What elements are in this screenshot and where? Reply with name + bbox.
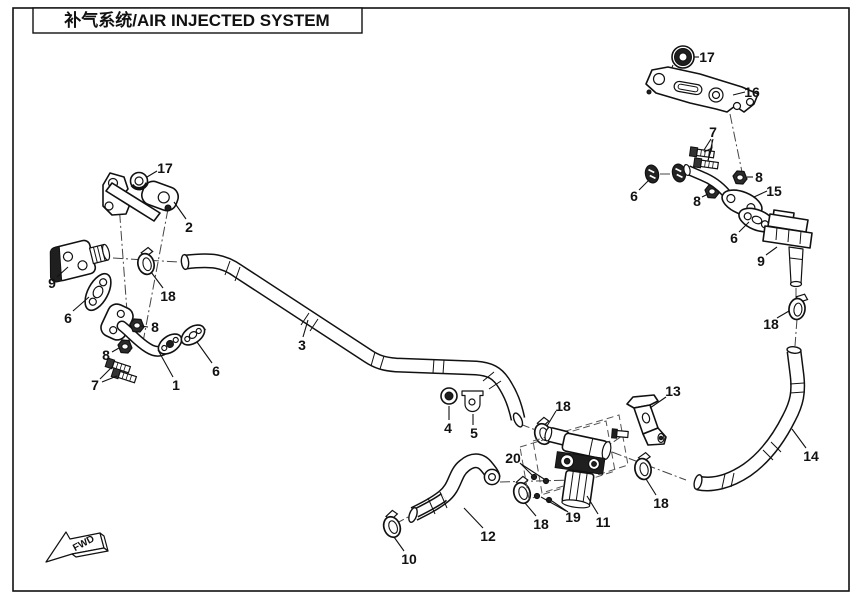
washer-4 (440, 387, 458, 405)
bracket-2 (102, 172, 180, 222)
bolt-7-right-b (692, 157, 720, 171)
callout-1: 1 (172, 377, 180, 393)
leader-line (196, 341, 213, 364)
leader-line (56, 266, 69, 278)
fwd-marker: FWD (45, 531, 109, 563)
callout-18: 18 (763, 316, 779, 332)
gasket-6-mid (180, 324, 206, 346)
leader-line (99, 366, 113, 380)
leader-line (146, 170, 158, 178)
clamp-18-valve-right (631, 451, 656, 482)
check-valve-9-left (49, 239, 111, 283)
callout-8: 8 (102, 347, 110, 363)
callout-13: 13 (665, 383, 681, 399)
leader-line (540, 496, 567, 512)
leader-line (776, 310, 790, 319)
callout-6: 6 (64, 310, 72, 326)
callout-11: 11 (596, 514, 611, 530)
leader-line (157, 349, 174, 378)
leader-line (649, 396, 667, 409)
pipe-1 (100, 303, 183, 357)
callout-2: 2 (185, 219, 193, 235)
callout-10: 10 (401, 551, 417, 567)
grommet-17-left (129, 171, 149, 191)
leader-line (765, 246, 778, 256)
leader-line (638, 180, 649, 191)
leader-line (707, 138, 714, 162)
callout-7: 7 (91, 377, 99, 393)
callout-6: 6 (730, 230, 738, 246)
callout-8: 8 (755, 169, 763, 185)
leader-line (551, 500, 569, 513)
leader-line (753, 190, 768, 198)
leader-line (732, 91, 746, 96)
leader-line (173, 201, 187, 220)
callout-4: 4 (444, 420, 452, 436)
leader-line (703, 138, 712, 151)
clamp-18-left (133, 245, 159, 277)
hose-12 (408, 453, 501, 524)
page-border (12, 7, 850, 592)
callout-19: 19 (565, 509, 581, 525)
gasket-6-left (84, 272, 112, 312)
callout-12: 12 (480, 528, 496, 544)
clip-5 (461, 390, 484, 413)
hose-14 (693, 346, 806, 492)
screws-19 (530, 473, 553, 504)
nut-8-left-lower (117, 339, 133, 354)
callout-17: 17 (699, 49, 715, 65)
callout-18: 18 (533, 516, 549, 532)
leader-line (150, 271, 164, 289)
nut-8-left-upper (129, 318, 145, 333)
leader-line (520, 463, 545, 480)
callout-5: 5 (470, 425, 478, 441)
callout-7: 7 (709, 124, 717, 140)
callout-9: 9 (757, 253, 765, 269)
clamp-10 (378, 508, 406, 541)
clamp-18-right (787, 291, 809, 322)
callout-18: 18 (160, 288, 176, 304)
title-box (32, 7, 363, 34)
bracket-13 (611, 394, 667, 446)
leader-line (791, 428, 807, 449)
page-title: 补气系统/AIR INJECTED SYSTEM (63, 10, 329, 30)
callout-6: 6 (630, 188, 638, 204)
valve-11-assembly (519, 414, 629, 509)
check-valve-9-right (762, 209, 813, 288)
leader-line (72, 296, 90, 312)
callout-8: 8 (693, 193, 701, 209)
leader-line (546, 410, 557, 427)
leader-line (586, 495, 599, 515)
hose-3 (180, 253, 526, 428)
callout-14: 14 (803, 448, 819, 464)
callout-8: 8 (151, 319, 159, 335)
callout-18: 18 (653, 495, 669, 511)
leader-line (302, 319, 309, 338)
nut-8-right-upper (732, 170, 748, 185)
leader-line (738, 221, 750, 233)
alignment-lines (112, 64, 798, 525)
callout-15: 15 (766, 183, 782, 199)
callout-18: 18 (555, 398, 571, 414)
leader-line (645, 478, 657, 496)
leader-line (463, 507, 484, 529)
callout-17: 17 (157, 160, 173, 176)
leader-line (111, 347, 120, 353)
grommet-17-right (671, 45, 695, 69)
bracket-16 (645, 66, 759, 113)
callout-16: 16 (744, 84, 760, 100)
callout-20: 20 (505, 450, 521, 466)
leader-line (701, 193, 709, 198)
leader-line (140, 325, 149, 328)
callout-6: 6 (212, 363, 220, 379)
leader-line (393, 536, 405, 552)
callout-3: 3 (298, 337, 306, 353)
leader-line (524, 502, 537, 517)
callout-9: 9 (48, 275, 56, 291)
clamp-18-hose12 (508, 474, 536, 507)
gasket-6-right-a (642, 162, 662, 186)
leader-line (101, 375, 118, 383)
